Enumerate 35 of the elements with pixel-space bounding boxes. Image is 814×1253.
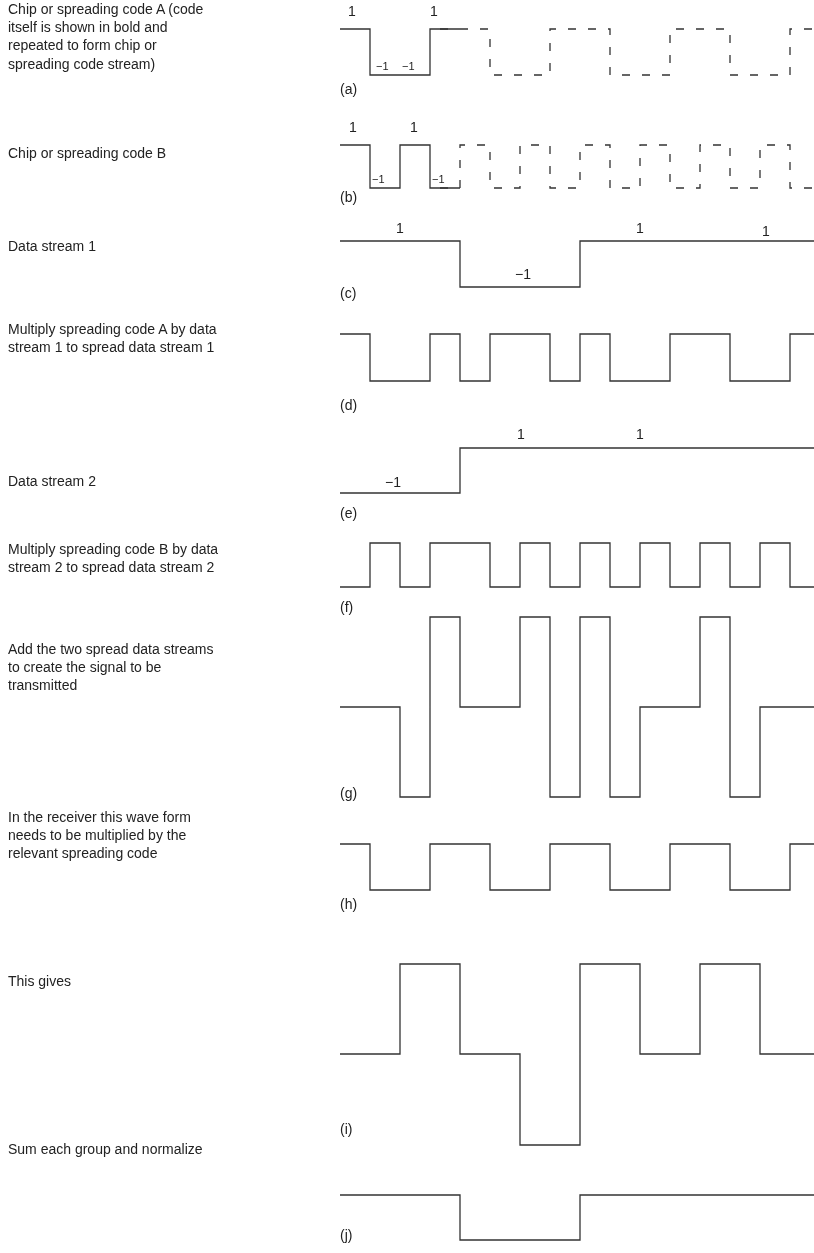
level-value: −1 bbox=[432, 172, 445, 187]
level-value: −1 bbox=[515, 265, 531, 284]
panel-letter: (b) bbox=[340, 188, 358, 207]
panel-letter: (c) bbox=[340, 284, 357, 303]
level-value: 1 bbox=[636, 425, 644, 444]
description-text: Chip or spreading code A (code itself is shown in bold and repeated to form chip or spreading code stream) bbox=[8, 0, 205, 73]
description-text: Data stream 1 bbox=[8, 237, 97, 256]
panel-letter: (e) bbox=[340, 504, 358, 523]
description-text: Chip or spreading code B bbox=[8, 144, 167, 163]
panel-letter: (j) bbox=[340, 1226, 353, 1245]
panel-letter: (h) bbox=[340, 895, 358, 914]
level-value: 1 bbox=[348, 2, 356, 21]
description-text: Sum each group and normalize bbox=[8, 1140, 204, 1159]
level-value: 1 bbox=[410, 118, 418, 137]
description-text: Multiply spreading code A by data stream 1 to spread data stream 1 bbox=[8, 320, 218, 357]
description-text: Multiply spreading code B by data stream 2 to spread data stream 2 bbox=[8, 540, 220, 577]
description-text: In the receiver this wave form needs to be multiplied by the relevant spreading code bbox=[8, 808, 192, 863]
description-text: This gives bbox=[8, 972, 73, 991]
level-value: 1 bbox=[762, 222, 770, 241]
panel-letter: (d) bbox=[340, 396, 358, 415]
level-value: −1 bbox=[385, 473, 401, 492]
description-text: Add the two spread data streams to create the signal to be transmitted bbox=[8, 640, 215, 695]
level-value: 1 bbox=[517, 425, 525, 444]
level-value: 1 bbox=[349, 118, 357, 137]
level-value: 1 bbox=[636, 219, 644, 238]
level-value: −1 bbox=[372, 172, 385, 187]
level-value: −1 bbox=[402, 59, 415, 74]
level-value: 1 bbox=[396, 219, 404, 238]
level-value: −1 bbox=[376, 59, 389, 74]
panel-letter: (f) bbox=[340, 598, 354, 617]
description-text: Data stream 2 bbox=[8, 472, 97, 491]
panel-letter: (a) bbox=[340, 80, 358, 99]
panel-letter: (g) bbox=[340, 784, 358, 803]
level-value: 1 bbox=[430, 2, 438, 21]
panel-letter: (i) bbox=[340, 1120, 353, 1139]
